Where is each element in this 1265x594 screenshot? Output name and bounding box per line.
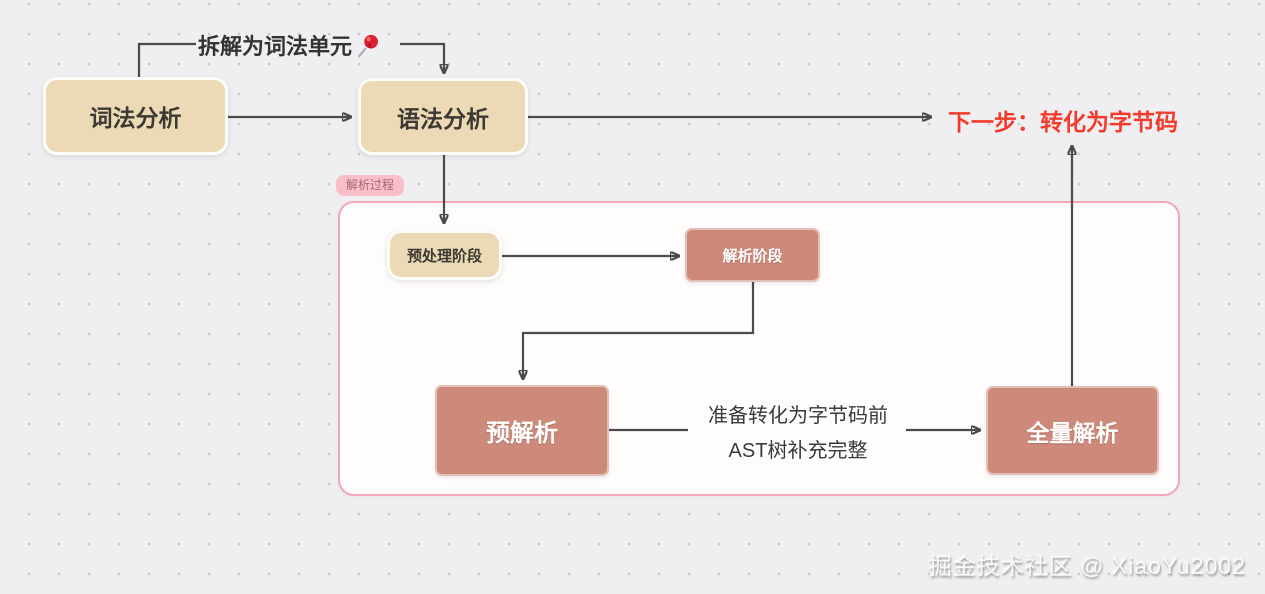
node-preparse: 预解析 xyxy=(435,385,609,476)
edge-note-label: 准备转化为字节码前 AST树补充完整 xyxy=(687,399,909,469)
wire-lexical-to-tokenize-note xyxy=(137,42,196,77)
arrow-parse-stage-to-preparse xyxy=(523,282,755,378)
tokenize-note-label: 拆解为词法单元 xyxy=(198,29,382,61)
node-preparse-label: 预解析 xyxy=(486,420,558,447)
wire-tokenize-note-to-syntax xyxy=(400,42,444,72)
node-lexical-analysis: 词法分析 xyxy=(43,77,228,155)
pushpin-icon xyxy=(358,34,378,57)
node-lexical-analysis-label: 词法分析 xyxy=(89,105,182,131)
edge-note-line2: AST树补充完整 xyxy=(728,440,868,462)
parse-process-badge: 解析过程 xyxy=(336,175,405,196)
node-full-parse: 全量解析 xyxy=(986,386,1159,475)
watermark-text: 掘金技术社区 @ XiaoYu2002 xyxy=(928,553,1246,579)
tokenize-note-text: 拆解为词法单元 xyxy=(198,34,353,59)
node-syntax-analysis-label: 语法分析 xyxy=(397,105,489,132)
node-full-parse-label: 全量解析 xyxy=(1026,419,1119,446)
node-preprocess-stage-label: 预处理阶段 xyxy=(406,247,482,265)
node-syntax-analysis: 语法分析 xyxy=(358,78,528,155)
node-preprocess-stage: 预处理阶段 xyxy=(387,230,502,280)
next-step-label: 下一步：转化为字节码 xyxy=(948,109,1178,135)
node-parse-stage-label: 解析阶段 xyxy=(722,247,783,265)
edge-note-line1: 准备转化为字节码前 xyxy=(708,405,888,427)
node-parse-stage: 解析阶段 xyxy=(685,228,820,282)
